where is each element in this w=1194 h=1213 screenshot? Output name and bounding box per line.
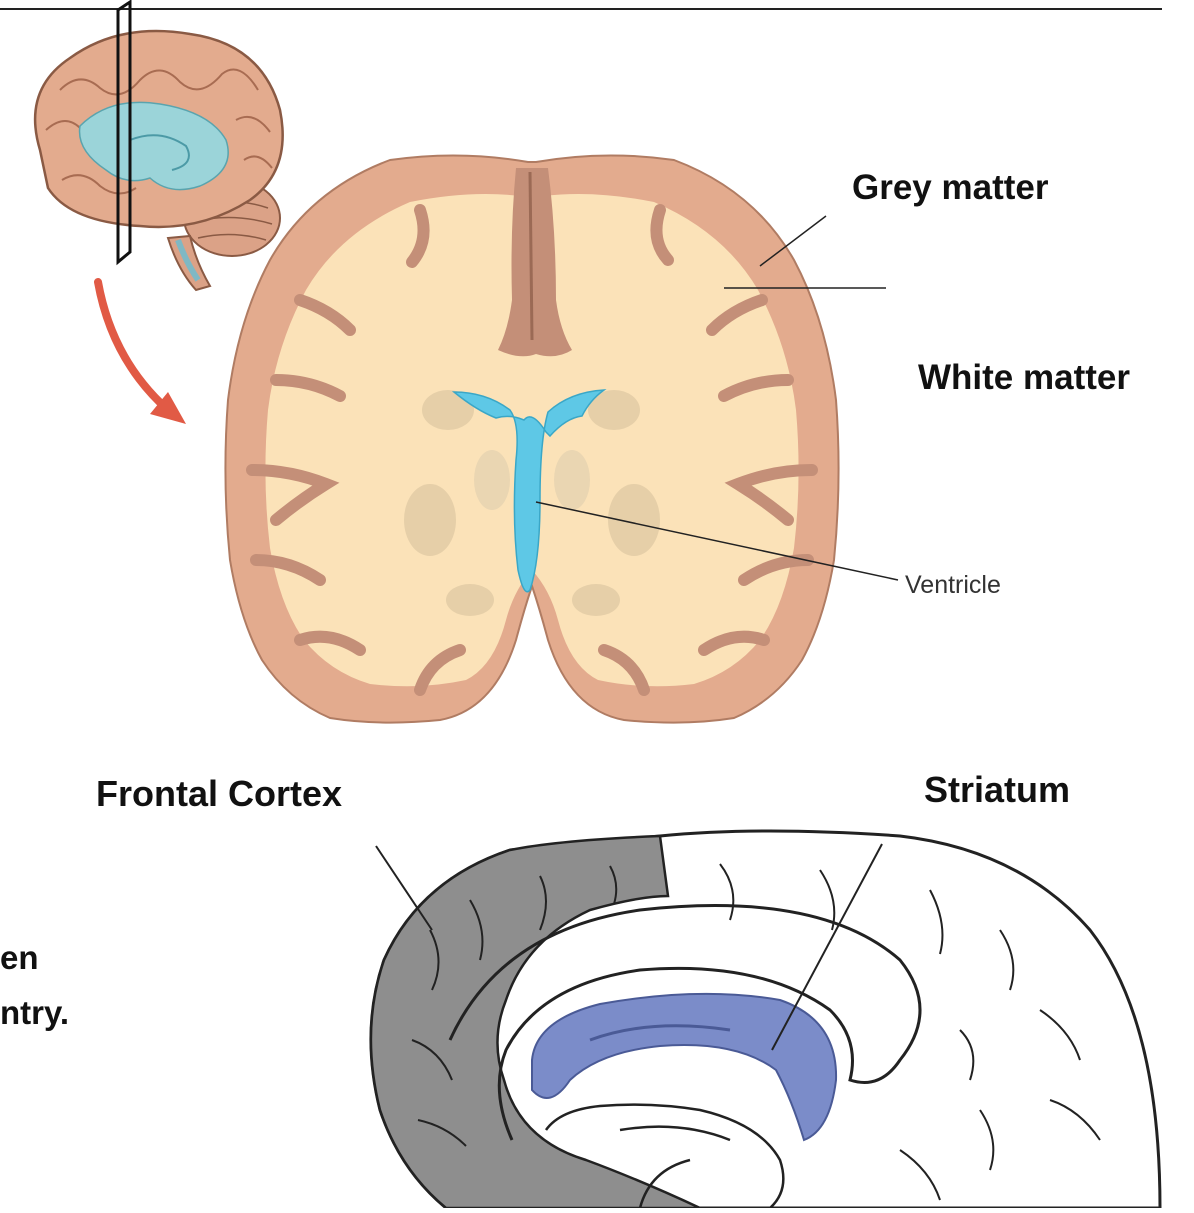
brain-lateral-icon — [35, 2, 283, 290]
white-matter-label: White matter — [918, 360, 1130, 395]
striatum-label: Striatum — [924, 772, 1070, 808]
frontal-cortex-label: Frontal Cortex — [96, 776, 342, 812]
frontal-cortex-leader — [376, 846, 432, 930]
ventricle-label: Ventricle — [905, 573, 1001, 598]
cut-text-line-1: en — [0, 941, 39, 974]
sagittal-brain — [371, 831, 1160, 1208]
curved-arrow-icon — [98, 282, 186, 424]
grey-matter-label: Grey matter — [852, 170, 1048, 205]
coronal-section — [225, 155, 838, 722]
cut-text-line-2: ntry. — [0, 996, 69, 1029]
